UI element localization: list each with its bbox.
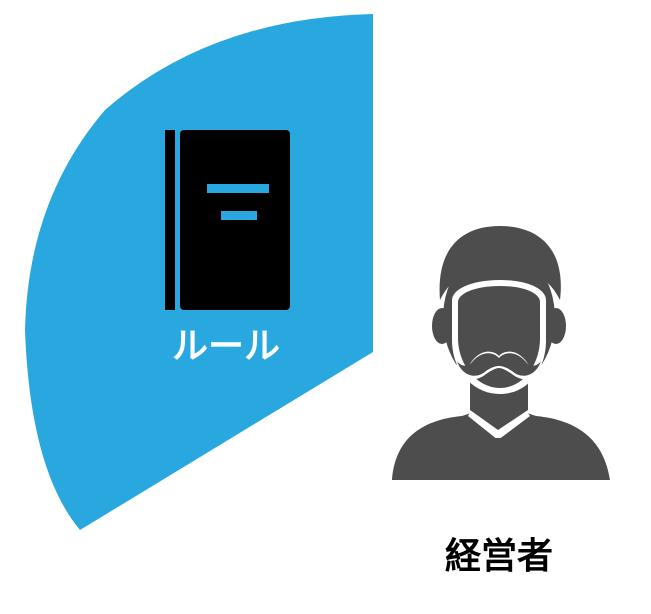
businessman-mustache-icon xyxy=(392,226,610,480)
rule-label: ルール xyxy=(172,326,280,367)
manager-label: 経営者 xyxy=(445,536,553,577)
book-icon xyxy=(165,130,290,310)
